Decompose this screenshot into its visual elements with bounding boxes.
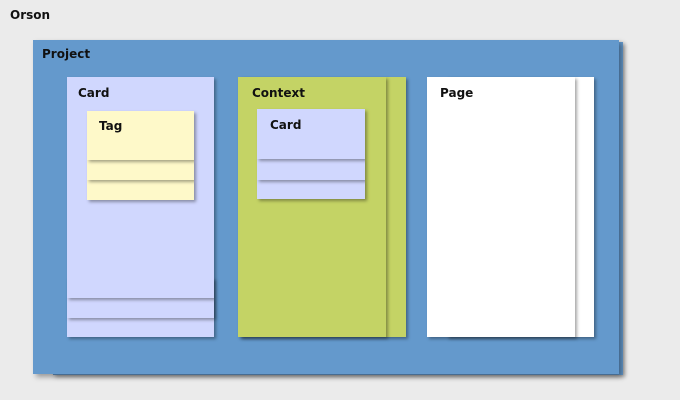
tag-label: Tag <box>99 119 123 133</box>
orson-label: Orson <box>10 8 51 22</box>
tag-back-layer-2 <box>87 180 194 200</box>
context-card-back-layer-1 <box>257 159 365 180</box>
context-card-back-layer-2 <box>257 180 365 199</box>
project-label: Project <box>42 47 91 61</box>
tag-back-layer-1 <box>87 160 194 180</box>
page-box <box>427 77 575 337</box>
card-label: Card <box>78 86 110 100</box>
context-card-box <box>257 109 365 159</box>
page-label: Page <box>440 86 474 100</box>
context-label: Context <box>252 86 305 100</box>
tag-box <box>87 111 194 160</box>
context-card-label: Card <box>270 118 302 132</box>
